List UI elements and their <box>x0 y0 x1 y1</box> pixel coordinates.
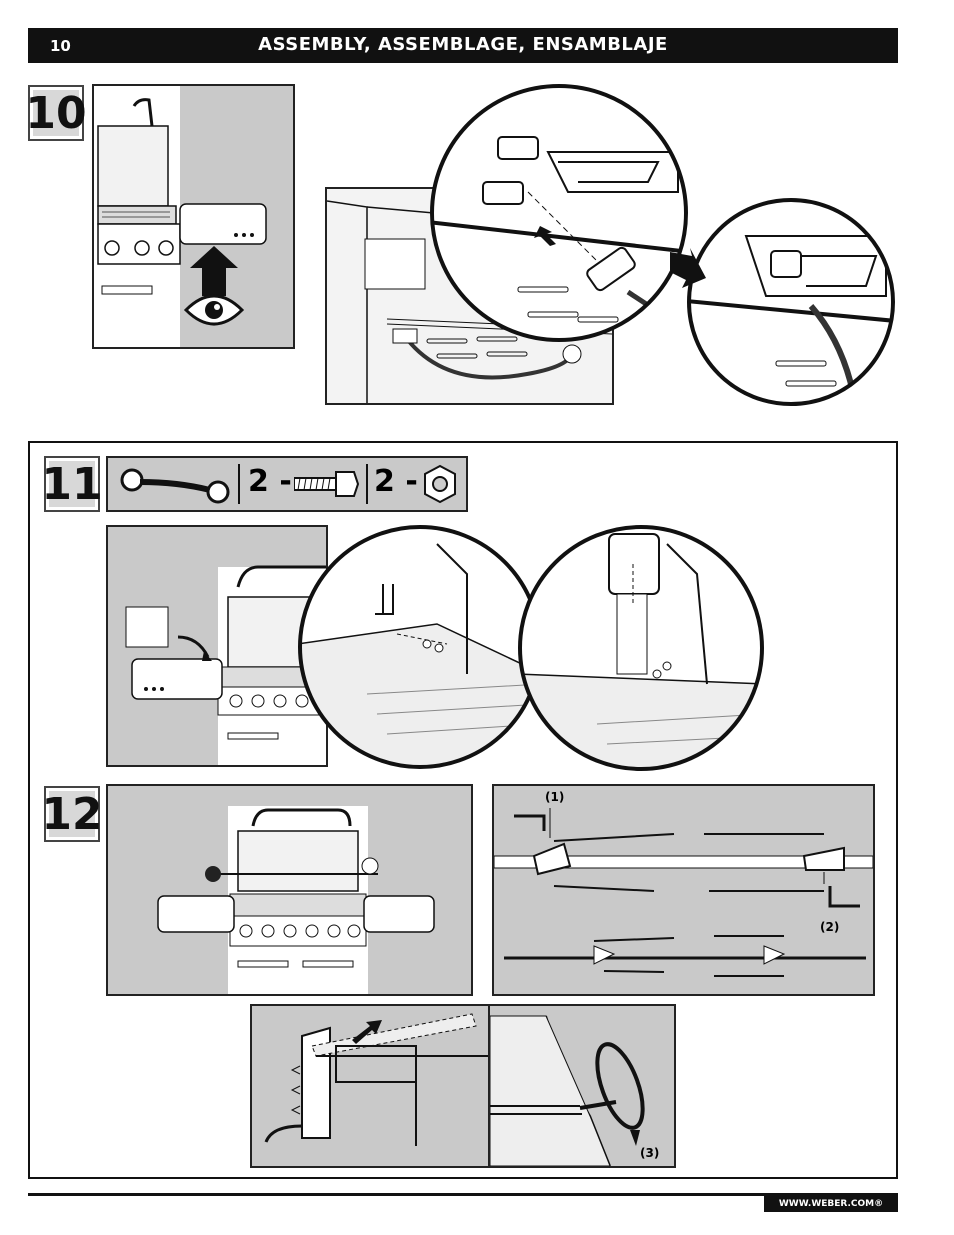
step-11-number: 11 <box>41 456 103 512</box>
step-12-handle-panel: (3) <box>488 1004 676 1168</box>
eye-icon <box>183 294 245 326</box>
wrench-icon <box>118 464 234 504</box>
step-10-number: 10 <box>25 85 87 141</box>
header-bar: 10 ASSEMBLY, ASSEMBLAGE, ENSAMBLAJE <box>28 28 898 63</box>
step-11-zoom-circle-1 <box>297 524 543 770</box>
step-12-number: 12 <box>41 786 103 842</box>
page-number: 10 <box>50 37 71 55</box>
arrow-right-icon <box>668 248 708 294</box>
step-11-grill-panel <box>106 525 328 767</box>
callout-1: (1) <box>545 790 565 804</box>
step-12-spit-forks-panel: (1) (2) <box>492 784 875 996</box>
step-12-grill-panel <box>106 784 473 996</box>
steps-11-12-frame <box>28 441 898 1179</box>
step-10-result-circle <box>686 196 896 408</box>
nut-count: 2 - <box>374 464 418 499</box>
footer-line <box>28 1193 898 1196</box>
step-10-zoom-circle <box>428 82 690 344</box>
callout-2: (2) <box>820 920 840 934</box>
step-12-motor-panel <box>250 1004 490 1168</box>
bolt-icon <box>294 468 360 500</box>
step-10-grill-panel <box>92 84 295 349</box>
arrow-up-icon <box>190 246 238 296</box>
step-11-hardware-strip: 2 - 2 - <box>106 456 468 512</box>
nut-icon <box>422 464 458 504</box>
page-title: ASSEMBLY, ASSEMBLAGE, ENSAMBLAJE <box>258 34 668 55</box>
step-11-zoom-circle-2 <box>517 524 765 772</box>
website-label: WWW.WEBER.COM® <box>764 1196 898 1212</box>
bolt-count: 2 - <box>248 464 292 499</box>
callout-3: (3) <box>640 1146 660 1160</box>
